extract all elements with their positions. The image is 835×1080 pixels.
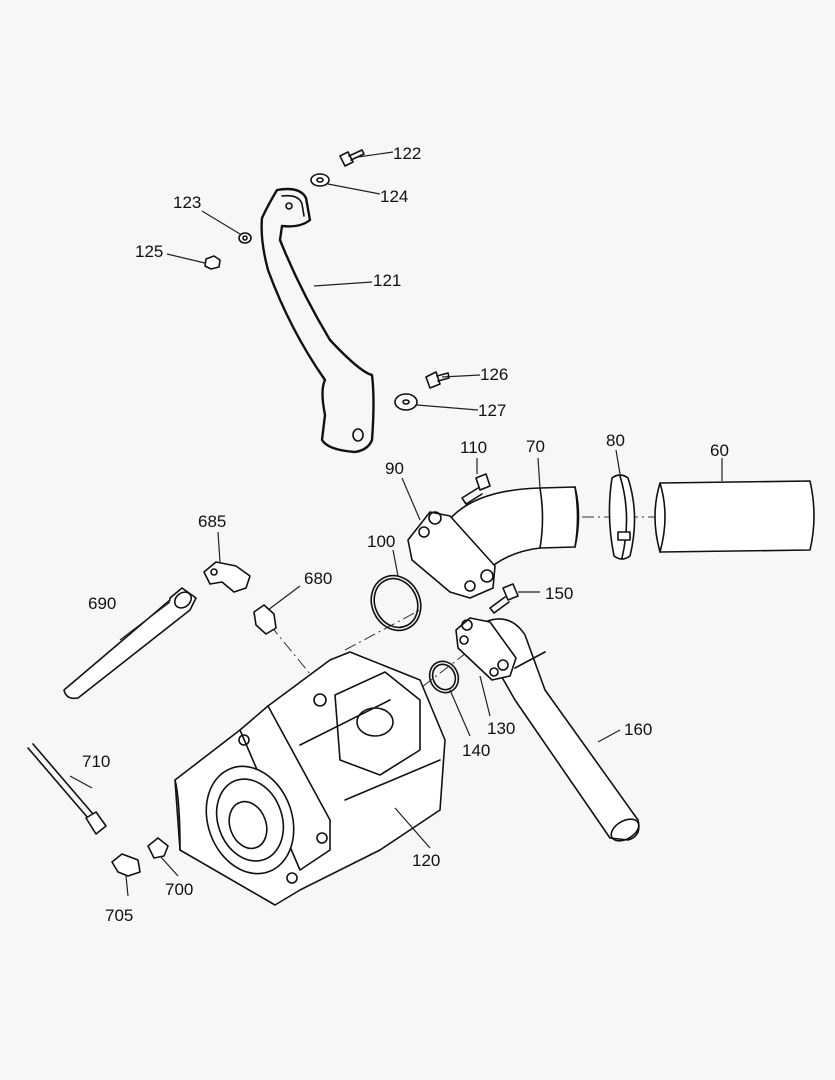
part-127-washer — [394, 393, 418, 411]
part-90-flange — [407, 511, 496, 599]
callout-110: 110 — [460, 438, 487, 457]
callout-120: 120 — [412, 851, 440, 870]
callout-90: 90 — [385, 459, 404, 478]
callout-124: 124 — [380, 187, 408, 206]
part-690-hose — [63, 587, 197, 700]
callout-100: 100 — [367, 532, 395, 551]
callout-680: 680 — [304, 569, 332, 588]
callout-150: 150 — [545, 584, 573, 603]
part-130-flange — [455, 617, 517, 681]
part-100-o-ring — [370, 574, 422, 632]
callout-127: 127 — [478, 401, 506, 420]
part-160-hose — [484, 618, 640, 842]
part-60-hose — [654, 480, 815, 553]
part-125-nut — [204, 255, 221, 270]
part-121-bracket — [260, 187, 375, 454]
part-150-bolt — [489, 583, 519, 614]
leader-lines — [69, 151, 723, 897]
callout-160: 160 — [624, 720, 652, 739]
callout-60: 60 — [710, 441, 729, 460]
part-685-elbow-fitting — [203, 561, 251, 593]
callout-130: 130 — [487, 719, 515, 738]
callout-710: 710 — [82, 752, 110, 771]
callout-690: 690 — [88, 594, 116, 613]
callout-80: 80 — [606, 431, 625, 450]
part-680-fitting — [253, 604, 277, 635]
part-700-fitting — [147, 837, 169, 859]
part-705-elbow — [111, 853, 141, 877]
callout-121: 121 — [373, 271, 401, 290]
part-122-bolt — [339, 149, 365, 167]
callout-700: 700 — [165, 880, 193, 899]
callout-labels: 122 124 123 125 121 126 127 110 70 80 60… — [82, 144, 729, 925]
callout-140: 140 — [462, 741, 490, 760]
callout-685: 685 — [198, 512, 226, 531]
part-710-tube — [27, 743, 107, 835]
axis-lines — [269, 516, 655, 701]
part-124-washer — [310, 173, 330, 187]
part-110-bolt — [461, 473, 491, 505]
callout-125: 125 — [135, 242, 163, 261]
part-80-clamp — [608, 474, 636, 560]
callout-123: 123 — [173, 193, 201, 212]
callout-122: 122 — [393, 144, 421, 163]
part-126-bolt — [425, 371, 450, 389]
callout-705: 705 — [105, 906, 133, 925]
callout-126: 126 — [480, 365, 508, 384]
part-123-washer — [238, 232, 252, 244]
part-120-pump — [174, 651, 446, 906]
callout-70: 70 — [526, 437, 545, 456]
part-140-o-ring — [428, 660, 460, 694]
